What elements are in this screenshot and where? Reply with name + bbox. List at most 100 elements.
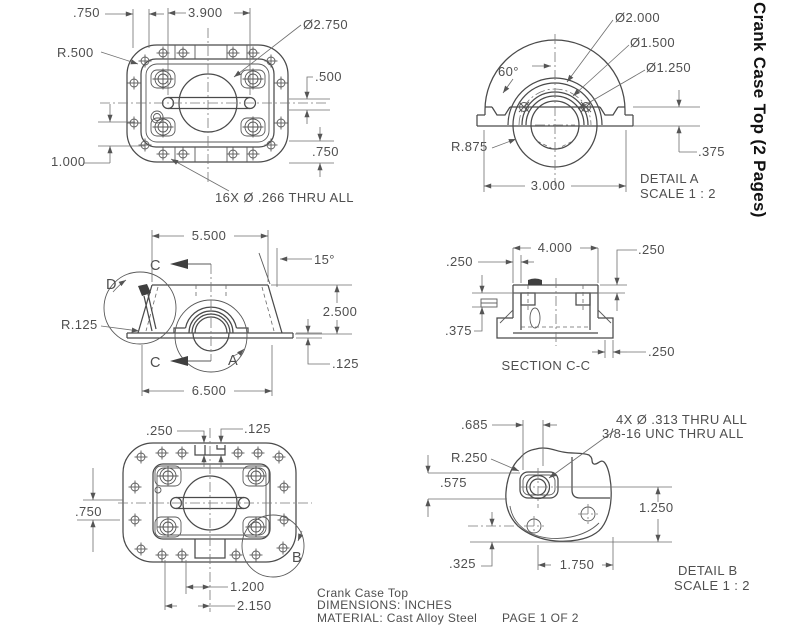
dim-5500: 5.500	[151, 228, 269, 282]
detail-a-label: DETAIL A	[640, 171, 699, 186]
top-view: .750 3.900 Ø2.750 R.500 .500 1.000	[51, 5, 354, 205]
dim-dia-2750: Ø2.750	[233, 17, 348, 78]
section-cc-label: SECTION C-C	[502, 358, 591, 373]
dim-label: .250	[638, 242, 665, 257]
dim-label: .250	[146, 423, 173, 438]
dim-label: 3.000	[531, 178, 566, 193]
detail-letter: A	[228, 353, 238, 369]
dim-label: 15°	[314, 252, 335, 267]
dim-angle-15: 15°	[258, 248, 335, 287]
dim-750-top: .750	[73, 5, 164, 48]
part-name: Crank Case Top	[317, 586, 408, 600]
dim-label: .500	[315, 69, 342, 84]
dim-dia-2000: Ø2.000	[566, 10, 660, 83]
dim-label: 1.200	[230, 579, 265, 594]
section-letter: C	[150, 355, 161, 371]
dim-325: .325	[449, 512, 495, 571]
dim-label: R.500	[57, 45, 94, 60]
dim-575: .575	[425, 455, 520, 517]
dim-16x-holes: 16X Ø .266 THRU ALL	[170, 158, 354, 205]
detail-b-scale: SCALE 1 : 2	[674, 578, 750, 593]
dim-label: Ø2.000	[615, 10, 660, 25]
dim-label: .750	[312, 144, 339, 159]
dim-1750: 1.750	[537, 537, 614, 572]
dim-label: 5.500	[192, 228, 227, 243]
title-block: Crank Case Top DIMENSIONS: INCHES MATERI…	[317, 586, 579, 625]
dim-label: R.125	[61, 317, 98, 332]
dim-label: 1.250	[639, 500, 674, 515]
dim-500: .500	[289, 69, 342, 124]
detail-b-label: DETAIL B	[678, 563, 738, 578]
dim-125-notch: .125	[218, 421, 271, 467]
dim-label: 2.150	[237, 598, 272, 613]
detail-b-callout: B	[241, 514, 305, 578]
dim-375-flange: .375	[633, 90, 725, 159]
section-arrow-c-top: C	[150, 258, 211, 274]
page-note: PAGE 1 OF 2	[502, 611, 579, 625]
material-note: MATERIAL: Cast Alloy Steel	[317, 611, 477, 625]
section-arrow-c-bottom: C	[150, 355, 211, 371]
dim-angle-60: 60°	[498, 63, 551, 94]
bottom-view: B .250 .125 .750 1.200	[75, 421, 312, 613]
dim-label: .685	[461, 417, 488, 432]
dim-750-flange: .750	[75, 468, 123, 552]
dim-r250: R.250	[451, 450, 520, 472]
dim-1000: 1.000	[51, 104, 145, 169]
dim-label: .375	[698, 144, 725, 159]
dim-r500: R.500	[57, 45, 139, 65]
slot-cut-wedge	[138, 284, 151, 296]
dim-label: 16X Ø .266 THRU ALL	[215, 190, 354, 205]
section-letter: C	[150, 258, 161, 274]
dim-label: 6.500	[192, 383, 227, 398]
dim-label: .375	[445, 323, 472, 338]
section-cc-view: 4.000 .250 .250 .375 .250 SECTION C-	[445, 240, 675, 373]
corner-pads	[150, 68, 266, 138]
dim-label: Ø1.500	[630, 35, 675, 50]
dim-label: Ø2.750	[303, 17, 348, 32]
dimensions-note: DIMENSIONS: INCHES	[317, 598, 452, 612]
dim-r125: R.125	[61, 317, 140, 333]
dim-label: 2.500	[323, 304, 358, 319]
dim-label: R.875	[451, 139, 488, 154]
corner-pads	[154, 465, 270, 538]
dim-750-bottom: .750	[289, 127, 339, 177]
detail-letter: B	[292, 550, 302, 566]
dim-label: 60°	[498, 64, 519, 79]
dim-label: .750	[73, 5, 100, 20]
dim-250-lip: .250	[592, 340, 675, 359]
dim-1250: 1.250	[470, 486, 674, 543]
dim-label: .325	[449, 556, 476, 571]
dim-685: .685	[461, 417, 557, 470]
dim-label: .750	[75, 504, 102, 519]
dim-label: 4.000	[538, 240, 573, 255]
dim-dia-1500: Ø1.500	[572, 35, 675, 97]
dim-3000: 3.000	[483, 130, 627, 193]
dim-label: .125	[244, 421, 271, 436]
dim-250-notch: .250	[146, 423, 207, 467]
dim-label: 1.750	[560, 557, 595, 572]
dim-1200: 1.200	[185, 560, 265, 594]
flange-ticks	[174, 45, 248, 162]
dim-4x-holes: 4X Ø .313 THRU ALL 3/8-16 UNC THRU ALL	[548, 412, 747, 479]
dim-125-plate: .125	[296, 319, 359, 371]
dim-6500: 6.500	[141, 345, 273, 398]
dim-375-boss: .375	[445, 275, 497, 338]
dim-label: .250	[446, 254, 473, 269]
flange-hole	[524, 516, 544, 536]
dim-2150: 2.150	[164, 560, 272, 613]
dim-label: R.250	[451, 450, 488, 465]
dim-label: .125	[332, 356, 359, 371]
dim-label: 4X Ø .313 THRU ALL	[616, 412, 747, 427]
dim-3900: 3.900	[167, 5, 251, 95]
screw-cap	[528, 278, 542, 285]
dim-label: .575	[440, 475, 467, 490]
dim-label: .250	[648, 344, 675, 359]
dim-250-wall: .250	[446, 254, 534, 283]
dim-2500: 2.500	[271, 284, 358, 335]
dim-label: 1.000	[51, 154, 86, 169]
detail-letter: D	[106, 277, 117, 293]
dim-4000: 4.000	[512, 240, 599, 283]
dim-label: Ø1.250	[646, 60, 691, 75]
